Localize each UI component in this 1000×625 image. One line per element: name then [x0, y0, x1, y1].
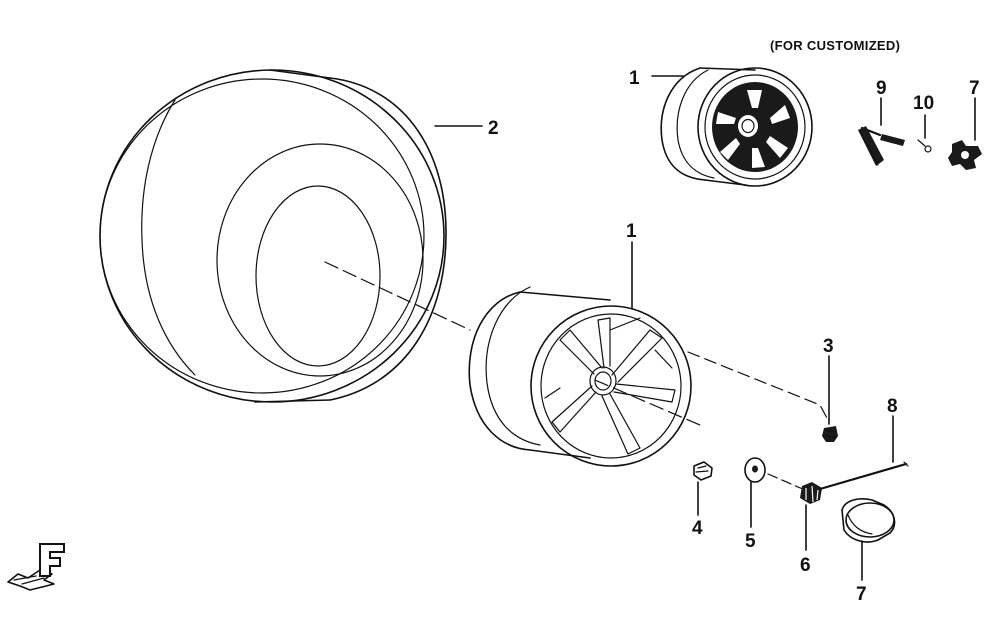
part-7-cap-top [948, 140, 982, 170]
callout-5: 5 [745, 531, 756, 552]
part-4-nut [693, 461, 713, 481]
callout-3: 3 [823, 336, 834, 357]
part-7-cap-bottom [841, 498, 896, 543]
orientation-letter: F [44, 569, 45, 571]
part-6-castle-nut [800, 482, 822, 504]
part-9-lever [858, 126, 905, 166]
tire [99, 69, 447, 403]
callout-4: 4 [692, 518, 703, 539]
part-10-pin [917, 139, 932, 153]
callout-1-top: 1 [629, 68, 640, 89]
callout-9: 9 [876, 78, 887, 99]
callout-10: 10 [913, 93, 934, 114]
callout-8: 8 [887, 396, 898, 417]
callout-7-bottom: 7 [856, 584, 867, 605]
callout-1-main: 1 [626, 221, 637, 242]
customized-note: (FOR CUSTOMIZED) [770, 38, 900, 53]
custom-rim [660, 67, 813, 187]
callout-6: 6 [800, 555, 811, 576]
part-3-valve [822, 426, 838, 442]
part-8-cotter-pin [818, 461, 909, 491]
main-rim [468, 286, 692, 467]
callout-2: 2 [488, 118, 499, 139]
part-5-washer [744, 457, 766, 483]
front-direction-arrow-icon: F [7, 543, 65, 591]
callout-7-top: 7 [969, 78, 980, 99]
